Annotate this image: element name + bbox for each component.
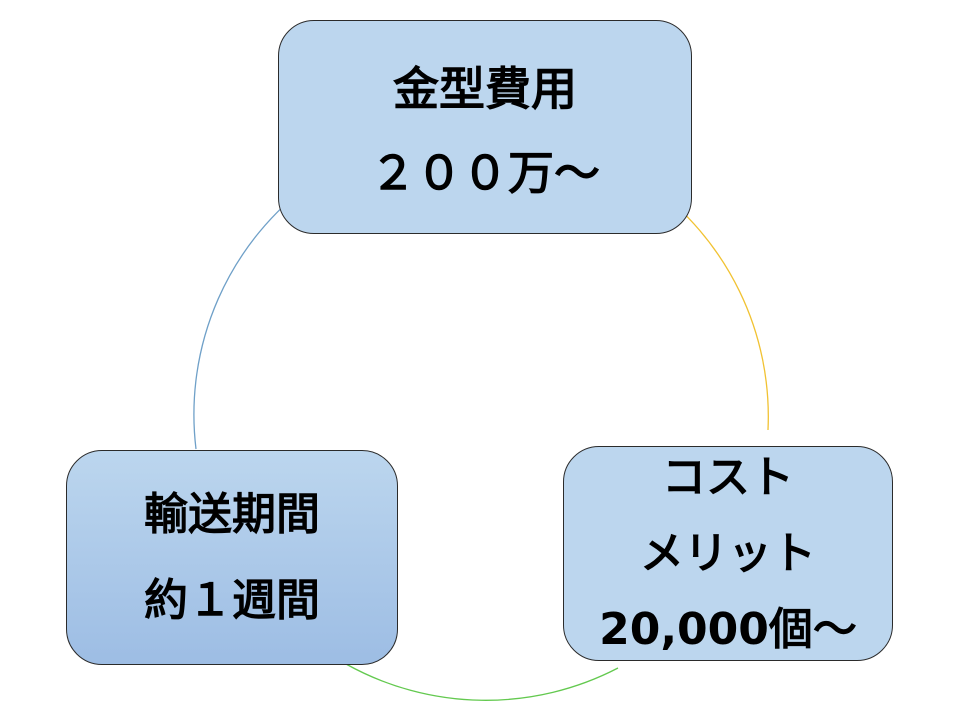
mold-cost-box: 金型費用 ２００万～	[278, 20, 692, 234]
cost-merit-label-1: コスト	[662, 451, 794, 503]
shipping-period-box: 輸送期間 約１週間	[66, 450, 398, 665]
shipping-period-value: 約１週間	[144, 574, 320, 626]
mold-cost-label: 金型費用	[393, 62, 577, 116]
cost-merit-label-2: メリット	[640, 527, 816, 579]
arc-right-to-left	[345, 663, 619, 701]
shipping-period-label: 輸送期間	[144, 488, 320, 540]
cost-merit-quantity: 20,000個～	[599, 603, 857, 655]
mold-cost-value: ２００万～	[370, 146, 600, 200]
cost-merit-box: コスト メリット 20,000個～	[563, 446, 893, 661]
